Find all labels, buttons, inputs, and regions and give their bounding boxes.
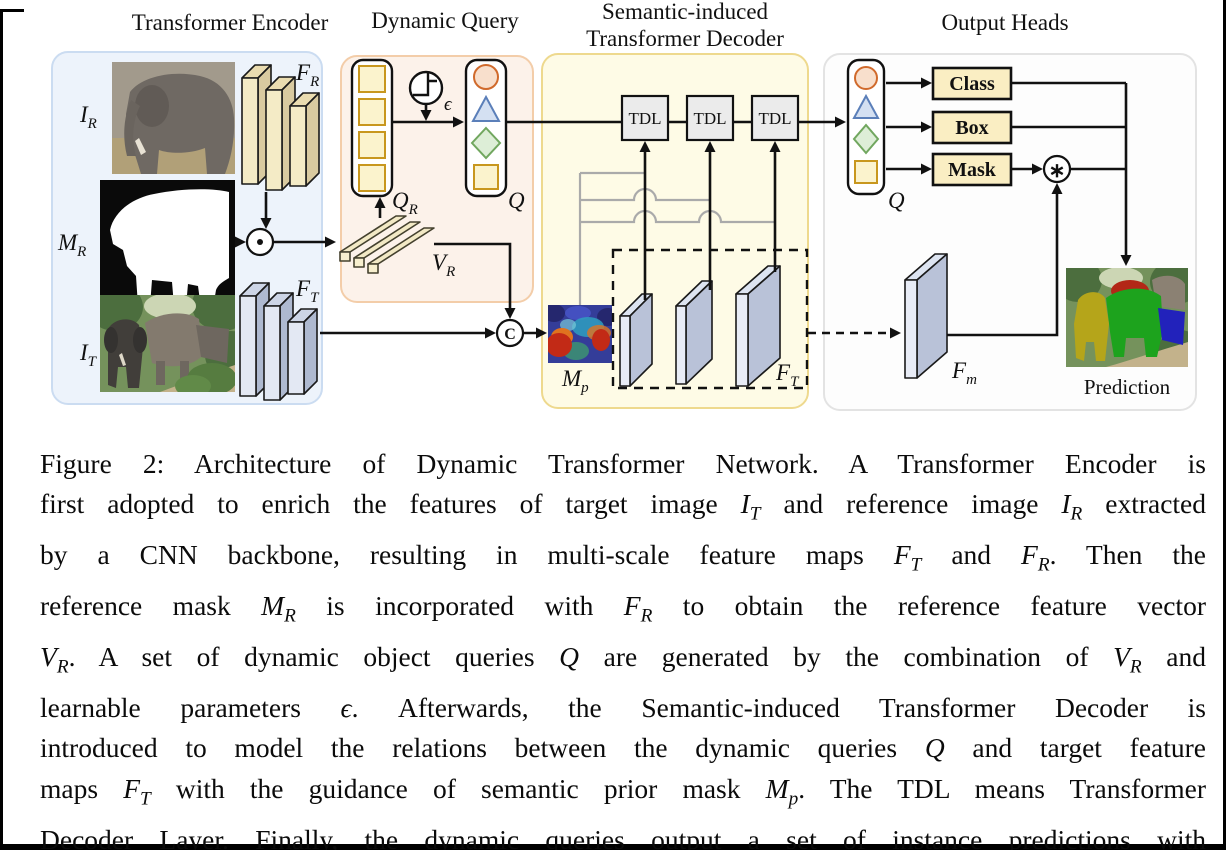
encoder-title: Transformer Encoder (132, 10, 329, 35)
architecture-diagram: Transformer Encoder Dynamic Query Semant… (51, 0, 1197, 411)
input-tgt-label: IT (79, 340, 98, 370)
output-heads-title: Output Heads (941, 10, 1068, 35)
caption-line: reference mask MR is incorporated with F… (40, 590, 1206, 627)
dot-product-icon (245, 227, 275, 257)
mask-feature-label: Fm (951, 358, 977, 388)
caption-line: Figure 2: Architecture of Dynamic Transf… (40, 448, 1206, 479)
class-head-box: Class (931, 66, 1013, 101)
svg-text:C: C (504, 326, 516, 343)
ref-vector-bars (339, 215, 435, 274)
prediction-label: Prediction (1084, 375, 1171, 399)
flow-lines (235, 81, 1128, 337)
tdl-block-2: TDL (685, 94, 735, 142)
input-ref-label: IR (79, 102, 97, 132)
flow-arrowheads (235, 77, 1132, 339)
output-query-column (846, 58, 886, 196)
caption-line: Decoder Layer. Finally, the dynamic quer… (40, 823, 1206, 850)
svg-text:Box: Box (955, 117, 988, 139)
svg-text:TDL: TDL (758, 109, 791, 128)
svg-text:Class: Class (949, 73, 995, 95)
mask-product-icon: ∗ (1042, 154, 1072, 184)
decoder-title-line1: Semantic-induced (602, 0, 769, 24)
mask-ref-label: MR (57, 230, 86, 260)
decoder-title-line2: Transformer Decoder (586, 26, 784, 51)
step-function-icon (408, 70, 444, 106)
tdl-block-3: TDL (750, 94, 800, 142)
dynamic-query-title: Dynamic Query (371, 8, 519, 33)
caption-line: VR. A set of dynamic object queries Q ar… (40, 641, 1206, 678)
caption-line: learnable parameters ϵ. Afterwards, the … (40, 692, 1206, 724)
feat-ref-label: FR (295, 60, 319, 90)
caption-line: maps FT with the guidance of semantic pr… (40, 772, 1206, 810)
frame-top-dash (0, 9, 24, 12)
caption-line: first adopted to enrich the features of … (40, 488, 1207, 525)
prediction-image (1066, 268, 1188, 367)
mask-feature-plane (904, 253, 948, 379)
query-column (464, 58, 508, 198)
feat-tgt-label: FT (295, 276, 320, 306)
svg-text:∗: ∗ (1049, 160, 1066, 182)
epsilon-label: ϵ (444, 94, 453, 115)
box-head-box: Box (931, 110, 1013, 145)
ref-vector-label: VR (432, 250, 455, 280)
caption-line: introduced to model the relations betwee… (40, 732, 1206, 764)
figure-caption: Figure 2: Architecture of Dynamic Transf… (40, 444, 1206, 850)
query-ref-column (350, 58, 394, 198)
prior-mask-heatmap (548, 305, 612, 363)
query-ref-label: QR (392, 188, 418, 218)
svg-text:TDL: TDL (693, 109, 726, 128)
tdl-block-1: TDL (620, 94, 670, 142)
svg-text:TDL: TDL (628, 109, 661, 128)
frame-left (0, 10, 3, 850)
feat-tgt-stack (239, 282, 318, 401)
decoder-feature-planes (619, 265, 781, 387)
caption-line: by a CNN backbone, resulting in multi-sc… (40, 539, 1206, 576)
reference-image (112, 62, 235, 174)
frame-right (1223, 0, 1226, 850)
feat-ref-stack (241, 64, 320, 191)
query-label: Q (508, 188, 525, 213)
svg-text:Mask: Mask (948, 159, 997, 181)
decoder-feat-tgt-label: FT (775, 360, 800, 390)
output-query-label: Q (888, 188, 905, 213)
mask-head-box: Mask (931, 152, 1013, 187)
concat-icon: C (495, 318, 525, 348)
frame-bottom (0, 844, 1226, 850)
prior-mask-label: Mp (561, 366, 589, 396)
target-image (100, 295, 235, 392)
